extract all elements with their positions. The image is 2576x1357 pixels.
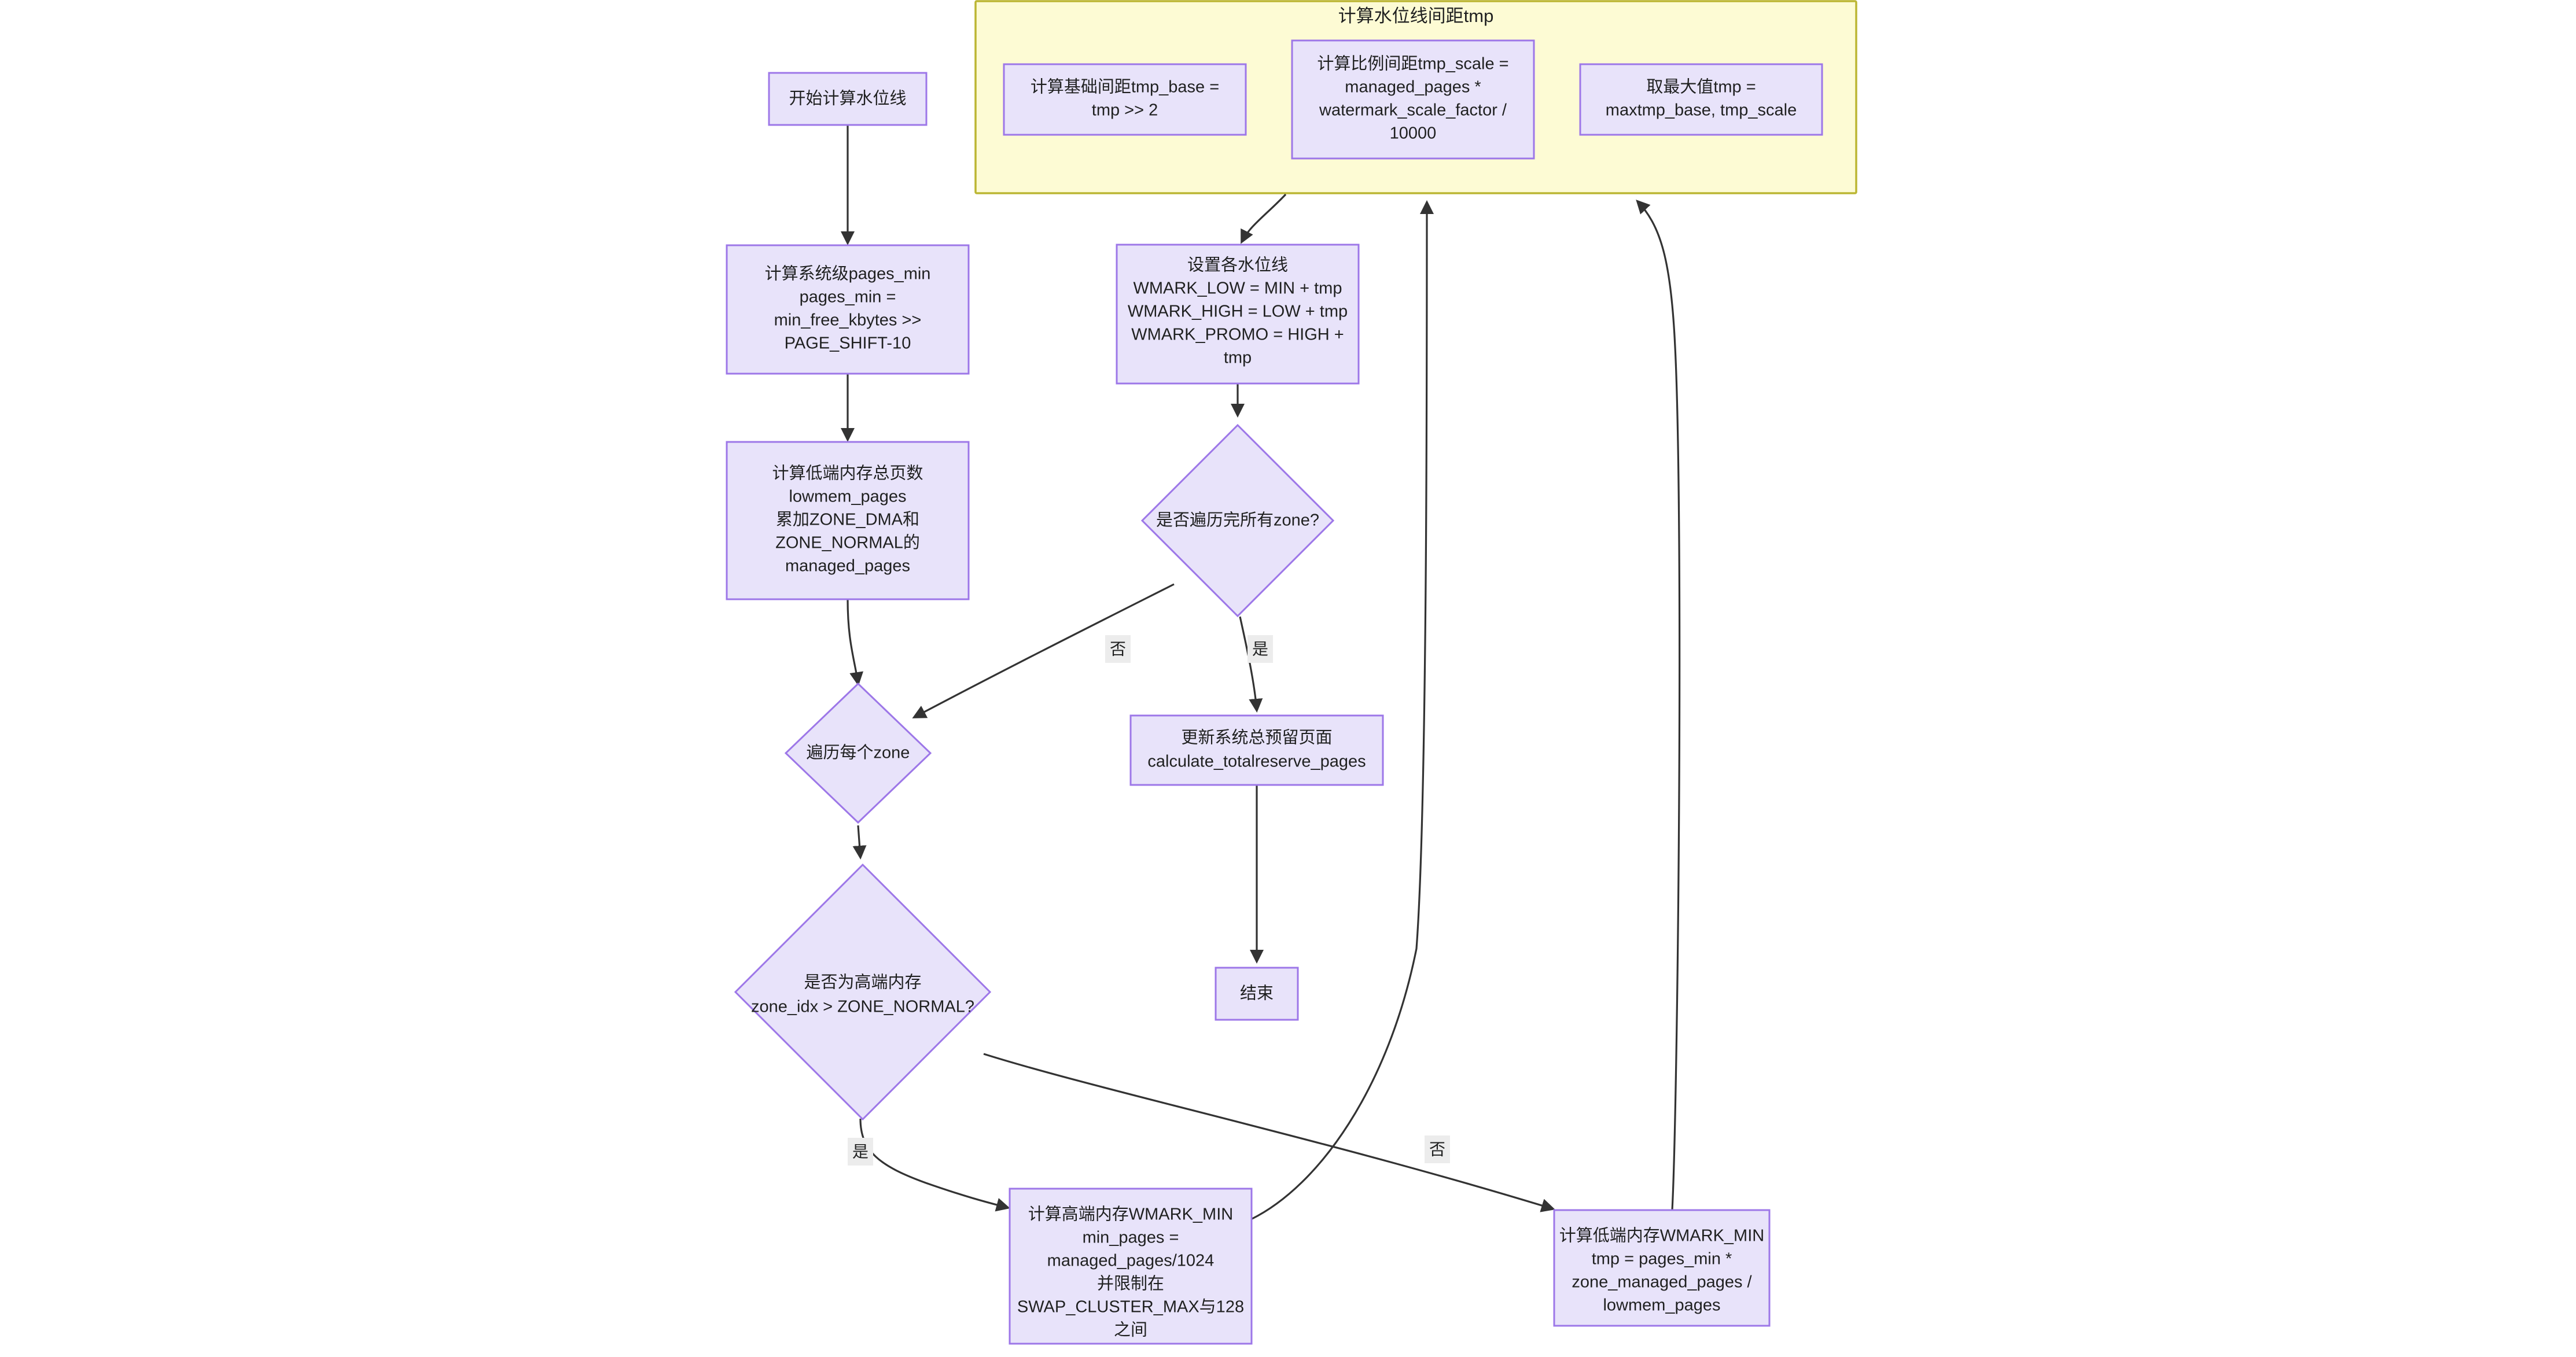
- node-update-reserve-line-1: calculate_totalreserve_pages: [1147, 753, 1366, 771]
- edge-label-yes-highmem-bg: [848, 1138, 873, 1166]
- edge-is-highmem-no-to-low-wmark-min: [983, 1053, 1555, 1212]
- node-tmp-max-line-1: maxtmp_base, tmp_scale: [1606, 101, 1797, 120]
- node-high-wmark-min-line-3: 并限制在: [1097, 1274, 1164, 1293]
- subgraph-calc-tmp-title: 计算水位线间距tmp: [1338, 6, 1494, 26]
- node-tmp-base-shape[interactable]: [1003, 63, 1247, 136]
- node-tmp-scale[interactable]: 计算比例间距tmp_scale = managed_pages * waterm…: [1291, 39, 1535, 160]
- node-high-wmark-min[interactable]: 计算高端内存WMARK_MIN min_pages = managed_page…: [1009, 1188, 1253, 1345]
- node-all-zones-done-line-0: 是否遍历完所有zone?: [1156, 511, 1319, 530]
- node-tmp-base-line-1: tmp >> 2: [1092, 101, 1158, 120]
- edge-is-highmem-yes-to-high-wmark-min: [859, 1118, 1010, 1212]
- edge-label-no-loop-text: 否: [1110, 640, 1126, 658]
- edge-label-no-highmem: 否: [1425, 1135, 1450, 1163]
- node-all-zones-done-shape[interactable]: [1140, 423, 1335, 618]
- node-set-wmarks-line-4: tmp: [1224, 349, 1252, 367]
- node-set-wmarks[interactable]: 设置各水位线 WMARK_LOW = MIN + tmp WMARK_HIGH …: [1116, 244, 1360, 385]
- node-set-wmarks-line-1: WMARK_LOW = MIN + tmp: [1134, 279, 1342, 298]
- node-lowmem-pages-shape[interactable]: [726, 441, 970, 600]
- node-lowmem-pages[interactable]: 计算低端内存总页数 lowmem_pages 累加ZONE_DMA和 ZONE_…: [726, 441, 970, 600]
- node-end-shape[interactable]: [1215, 967, 1299, 1021]
- node-pages-min-line-3: PAGE_SHIFT-10: [785, 334, 911, 353]
- node-low-wmark-min-line-2: zone_managed_pages /: [1572, 1273, 1752, 1292]
- edge-subgraph-to-set-wmarks: [1241, 193, 1287, 244]
- node-pages-min[interactable]: 计算系统级pages_min pages_min = min_free_kbyt…: [726, 244, 970, 375]
- node-tmp-max[interactable]: 取最大值tmp = maxtmp_base, tmp_scale: [1579, 63, 1823, 136]
- node-set-wmarks-line-0: 设置各水位线: [1187, 256, 1288, 275]
- node-set-wmarks-shape[interactable]: [1116, 244, 1360, 385]
- node-low-wmark-min-line-3: lowmem_pages: [1603, 1296, 1720, 1315]
- edge-label-no-loop: 否: [1105, 635, 1131, 663]
- node-loop-zone-line-0: 遍历每个zone: [807, 743, 910, 762]
- node-update-reserve-shape[interactable]: [1129, 714, 1384, 786]
- node-set-wmarks-line-3: WMARK_PROMO = HIGH +: [1131, 326, 1344, 344]
- node-start[interactable]: 开始计算水位线: [768, 72, 928, 126]
- edge-label-yes-done-text: 是: [1252, 640, 1268, 658]
- node-set-wmarks-line-2: WMARK_HIGH = LOW + tmp: [1128, 303, 1348, 321]
- node-tmp-scale-line-3: 10000: [1390, 124, 1437, 143]
- node-loop-zone-shape[interactable]: [784, 682, 932, 824]
- node-lowmem-pages-line-2: 累加ZONE_DMA和: [776, 511, 919, 529]
- node-pages-min-line-1: pages_min =: [800, 288, 896, 307]
- node-high-wmark-min-line-2: managed_pages/1024: [1047, 1252, 1215, 1270]
- node-tmp-scale-line-2: watermark_scale_factor /: [1319, 101, 1507, 120]
- node-tmp-scale-line-0: 计算比例间距tmp_scale =: [1317, 54, 1508, 73]
- node-lowmem-pages-line-4: managed_pages: [785, 557, 910, 576]
- node-low-wmark-min-line-1: tmp = pages_min *: [1592, 1250, 1732, 1269]
- edge-lowmem-pages-to-loop-zone: [847, 599, 864, 686]
- edge-label-no-highmem-text: 否: [1429, 1140, 1445, 1158]
- node-start-line-0: 开始计算水位线: [789, 89, 906, 108]
- node-start-shape[interactable]: [768, 72, 928, 126]
- node-tmp-max-shape[interactable]: [1579, 63, 1823, 136]
- node-update-reserve-line-0: 更新系统总预留页面: [1181, 728, 1332, 747]
- edge-label-yes-done: 是: [1247, 635, 1273, 663]
- node-low-wmark-min[interactable]: 计算低端内存WMARK_MIN tmp = pages_min * zone_m…: [1553, 1209, 1771, 1327]
- node-high-wmark-min-line-5: 之间: [1114, 1321, 1147, 1340]
- edge-label-yes-done-bg: [1247, 635, 1273, 663]
- node-tmp-base[interactable]: 计算基础间距tmp_base = tmp >> 2: [1003, 63, 1247, 136]
- node-tmp-max-line-0: 取最大值tmp =: [1646, 78, 1756, 97]
- edge-label-yes-highmem: 是: [848, 1138, 873, 1166]
- edge-low-wmark-min-to-subgraph: [1636, 200, 1681, 1211]
- node-all-zones-done[interactable]: 是否遍历完所有zone?: [1140, 423, 1335, 618]
- node-end[interactable]: 结束: [1215, 967, 1299, 1021]
- node-lowmem-pages-line-3: ZONE_NORMAL的: [775, 533, 920, 552]
- node-pages-min-line-2: min_free_kbytes >>: [774, 311, 922, 330]
- edge-label-no-highmem-bg: [1425, 1135, 1450, 1163]
- node-lowmem-pages-line-1: lowmem_pages: [789, 488, 906, 506]
- node-high-wmark-min-line-1: min_pages =: [1083, 1229, 1179, 1247]
- node-end-line-0: 结束: [1240, 984, 1274, 1003]
- node-is-highmem-shape[interactable]: [734, 863, 992, 1121]
- node-pages-min-shape[interactable]: [726, 244, 970, 375]
- node-high-wmark-min-line-4: SWAP_CLUSTER_MAX与128: [1017, 1298, 1244, 1317]
- edge-label-no-loop-bg: [1105, 635, 1131, 663]
- node-pages-min-line-0: 计算系统级pages_min: [765, 264, 931, 283]
- node-update-reserve[interactable]: 更新系统总预留页面 calculate_totalreserve_pages: [1129, 714, 1384, 786]
- node-high-wmark-min-shape[interactable]: [1009, 1188, 1253, 1345]
- node-tmp-scale-line-1: managed_pages *: [1345, 78, 1481, 97]
- edge-label-yes-highmem-text: 是: [852, 1142, 869, 1160]
- node-loop-zone[interactable]: 遍历每个zone: [784, 682, 932, 824]
- edge-all-zones-done-no-to-loop-zone: [912, 583, 1175, 718]
- edge-high-wmark-min-to-subgraph: [1250, 200, 1434, 1220]
- node-is-highmem-line-1: zone_idx > ZONE_NORMAL?: [751, 998, 974, 1016]
- node-is-highmem[interactable]: 是否为高端内存 zone_idx > ZONE_NORMAL?: [734, 863, 992, 1121]
- edge-all-zones-done-yes-to-update-reserve: [1239, 616, 1263, 713]
- node-lowmem-pages-line-0: 计算低端内存总页数: [772, 464, 923, 483]
- edge-loop-zone-to-is-highmem: [852, 825, 867, 860]
- node-high-wmark-min-line-0: 计算高端内存WMARK_MIN: [1028, 1205, 1233, 1224]
- node-low-wmark-min-line-0: 计算低端内存WMARK_MIN: [1559, 1226, 1764, 1245]
- node-low-wmark-min-shape[interactable]: [1553, 1209, 1771, 1327]
- node-tmp-base-line-0: 计算基础间距tmp_base =: [1031, 78, 1219, 97]
- node-tmp-scale-shape[interactable]: [1291, 39, 1535, 160]
- node-is-highmem-line-0: 是否为高端内存: [804, 973, 921, 992]
